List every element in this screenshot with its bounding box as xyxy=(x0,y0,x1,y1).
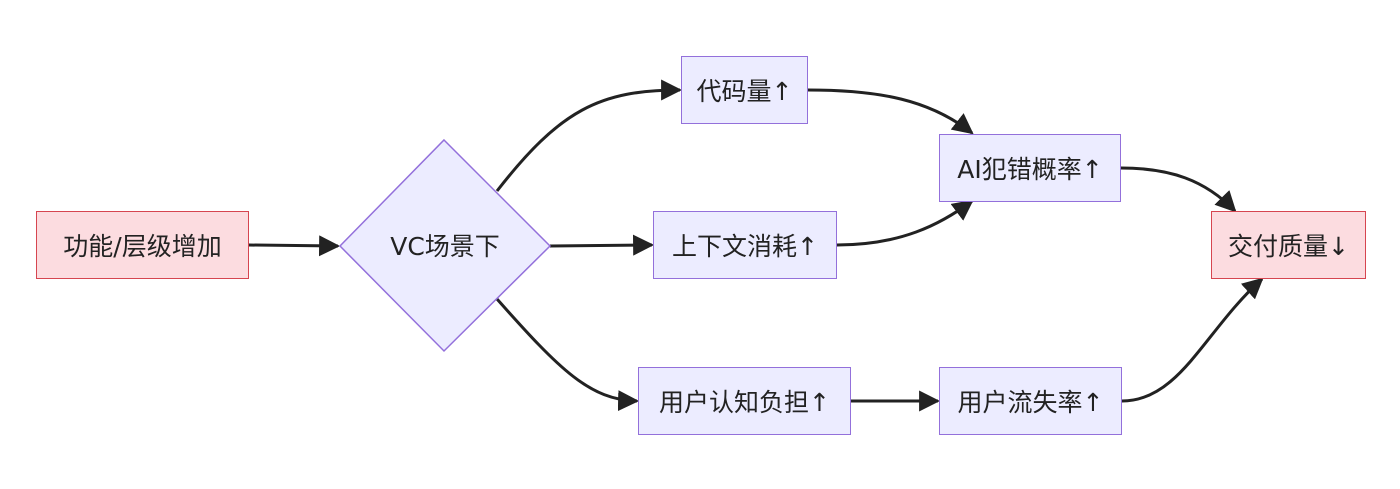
node-user-churn-rate: 用户流失率↑ xyxy=(939,367,1122,435)
edge-code-to-error xyxy=(807,88,974,135)
node-delivery-quality: 交付质量↓ xyxy=(1211,211,1366,279)
node-context-consumption: 上下文消耗↑ xyxy=(653,211,837,279)
decision-diamond xyxy=(338,138,552,353)
edge-churn-to-quality xyxy=(1121,277,1264,403)
edge-start-to-decision xyxy=(248,235,341,257)
edge-error-to-quality xyxy=(1120,166,1237,213)
node-vc-scenario: VC场景下 xyxy=(390,232,500,261)
edge-decision-to-code xyxy=(495,79,683,192)
edge-decision-to-context xyxy=(549,234,655,256)
node-feature-layer-increase: 功能/层级增加 xyxy=(36,211,249,279)
node-ai-error-rate: AI犯错概率↑ xyxy=(939,134,1121,202)
edge-context-to-error xyxy=(836,199,974,247)
node-code-volume: 代码量↑ xyxy=(681,56,808,124)
node-user-cognitive-load: 用户认知负担↑ xyxy=(638,367,851,435)
edge-decision-to-cognitive xyxy=(495,298,640,412)
